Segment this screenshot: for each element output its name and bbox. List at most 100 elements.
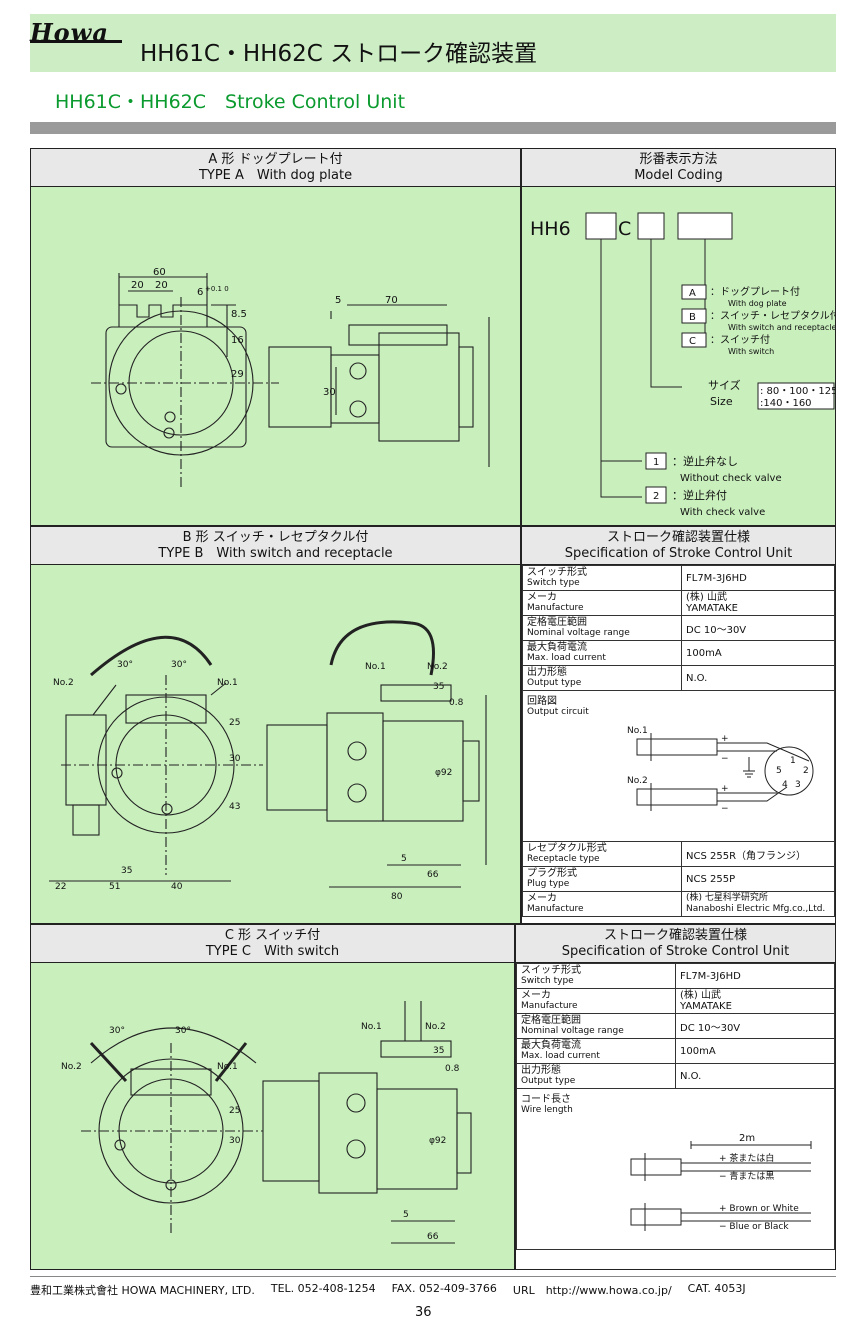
- option-b-code: B: [689, 312, 696, 323]
- spec-b-title-jp: ストローク確認装置仕様: [606, 530, 750, 545]
- table-row: コード長さ Wire length 2m + 茶または白: [516, 1088, 835, 1250]
- spec-b-label-en: Max. load current: [527, 653, 606, 663]
- type-c-label-no2: No.2: [61, 1062, 82, 1072]
- wire-label-en: Wire length: [521, 1105, 573, 1115]
- spec-c-label-en: Max. load current: [521, 1051, 600, 1061]
- pin-1: 1: [790, 756, 796, 766]
- type-a-dim-30: 30: [323, 387, 336, 398]
- valve-1-jp: ：逆止弁なし: [672, 454, 738, 468]
- valve-1-en: Without check valve: [680, 473, 782, 484]
- wire-label-2: − 青または黒: [719, 1170, 774, 1182]
- type-c-title-en: TYPE C With switch: [205, 944, 340, 959]
- spec-c-title-jp: ストローク確認装置仕様: [603, 928, 747, 943]
- circuit-minus-1: −: [721, 754, 729, 764]
- table-row: 回路図 Output circuit No.1 No.2: [522, 690, 835, 842]
- type-a-dim-tol: +0.1 0: [205, 285, 229, 293]
- type-b-dim-30: 30: [229, 754, 241, 764]
- pin-5: 5: [776, 766, 782, 776]
- spec-b-label-en: Nominal voltage range: [527, 628, 630, 638]
- spec-c-value: (株) 山武 YAMATAKE: [675, 988, 835, 1014]
- type-c-dim-30: 30: [229, 1136, 241, 1146]
- spec-b-value: NCS 255P: [681, 866, 835, 892]
- type-b-label-no2: No.2: [53, 678, 74, 688]
- option-b-jp: ：スイッチ・レセプタクル付: [710, 309, 835, 322]
- spec-b-value: N.O.: [681, 665, 835, 691]
- size-label-en: Size: [710, 395, 733, 408]
- spec-b-label-jp: プラグ形式: [527, 868, 577, 879]
- option-c-jp: ：スイッチ付: [710, 333, 770, 346]
- type-c-side-66: 66: [427, 1232, 439, 1242]
- spec-b-label-jp: スイッチ形式: [527, 567, 587, 578]
- option-a-jp: ：ドッグプレート付: [710, 285, 800, 298]
- spec-b-label-en: Manufacture: [527, 603, 584, 613]
- type-c-side-0-8: 0.8: [445, 1064, 460, 1074]
- wire-label-jp: コード長さ: [521, 1094, 571, 1105]
- type-c-panel: C 形 スイッチ付 TYPE C With switch 30°: [30, 924, 515, 1270]
- type-c-side-phi92: φ92: [429, 1136, 446, 1146]
- type-b-side-5: 5: [401, 854, 407, 864]
- footer-rule: [30, 1276, 836, 1277]
- circuit-label-en: Output circuit: [527, 707, 589, 717]
- type-b-dim-35: 35: [121, 866, 132, 876]
- type-b-side-phi92: φ92: [435, 768, 452, 778]
- spec-c-label-jp: スイッチ形式: [521, 965, 581, 976]
- type-b-title-en: TYPE B With switch and receptacle: [158, 546, 393, 561]
- type-a-dim-20b: 20: [155, 280, 168, 291]
- spec-c-panel: ストローク確認装置仕様 Specification of Stroke Cont…: [515, 924, 836, 1270]
- type-b-dim-40: 40: [171, 882, 183, 892]
- footer-cat: CAT. 4053J: [687, 1282, 746, 1295]
- header-band: [30, 14, 836, 72]
- circuit-no2: No.2: [627, 776, 648, 786]
- footer-url[interactable]: URL http://www.howa.co.jp/: [512, 1284, 672, 1297]
- type-c-side-5: 5: [403, 1210, 409, 1220]
- option-c-en: With switch: [728, 347, 774, 356]
- valve-2-jp: ：逆止弁付: [672, 488, 727, 502]
- circuit-plus-1: +: [721, 734, 729, 744]
- size-values-2: :140・160: [760, 398, 812, 409]
- option-a-code: A: [689, 288, 696, 299]
- spec-b-label-en: Plug type: [527, 879, 570, 889]
- circuit-label-jp: 回路図: [527, 696, 557, 707]
- spec-b-title-en: Specification of Stroke Control Unit: [564, 546, 793, 561]
- type-b-dim-25: 25: [229, 718, 240, 728]
- spec-c-label-jp: メーカ: [521, 990, 551, 1001]
- type-b-drawing: No.2 No.1 30° 30° 25 30 43 22 51 35 40 N…: [49, 620, 487, 902]
- spec-b-label-jp: 出力形態: [527, 667, 567, 678]
- type-a-dim-6: 6: [197, 287, 203, 298]
- spec-c-value: 100mA: [675, 1038, 835, 1064]
- model-coding-caption: 形番表示方法 Model Coding: [522, 149, 835, 187]
- type-a-dim-20a: 20: [131, 280, 144, 291]
- circuit-no1: No.1: [627, 726, 648, 736]
- type-c-label-no1: No.1: [217, 1062, 238, 1072]
- spec-c-value: N.O.: [675, 1063, 835, 1089]
- type-a-title-jp: A 形 ドッグプレート付: [208, 152, 343, 167]
- footer: 豊和工業株式會社 HOWA MACHINERY, LTD. TEL. 052-4…: [30, 1282, 836, 1298]
- model-coding-title-jp: 形番表示方法: [639, 152, 718, 167]
- spec-c-label-jp: 最大負荷電流: [521, 1040, 581, 1051]
- type-c-title-jp: C 形 スイッチ付: [224, 928, 321, 943]
- type-b-angle-2: 30°: [171, 660, 187, 670]
- wire-label-3: + Brown or White: [719, 1204, 799, 1214]
- spec-c-value: DC 10〜30V: [675, 1013, 835, 1039]
- type-a-dim-70: 70: [385, 295, 398, 306]
- spec-b-label-en: Receptacle type: [527, 854, 600, 864]
- type-c-angle-2: 30°: [175, 1026, 191, 1036]
- wire-length-diagram: 2m + 茶または白 − 青または黒 + Brown or White − Bl…: [630, 1133, 812, 1232]
- spec-b-label-jp: メーカ: [527, 592, 557, 603]
- type-b-dim-22: 22: [55, 882, 66, 892]
- wire-label-4: − Blue or Black: [719, 1222, 789, 1232]
- spec-b-value: (株) 七星科学研究所 Nanaboshi Electric Mfg.co.,L…: [681, 891, 835, 917]
- spec-b-label-jp: メーカ: [527, 893, 557, 904]
- type-c-caption: C 形 スイッチ付 TYPE C With switch: [31, 925, 514, 963]
- model-coding-panel: 形番表示方法 Model Coding HH6 C A ：ドッグプレート付 Wi…: [521, 148, 836, 526]
- type-a-dim-29: 29: [231, 369, 244, 380]
- footer-tel: TEL. 052-408-1254: [270, 1282, 376, 1295]
- type-b-side-66: 66: [427, 870, 439, 880]
